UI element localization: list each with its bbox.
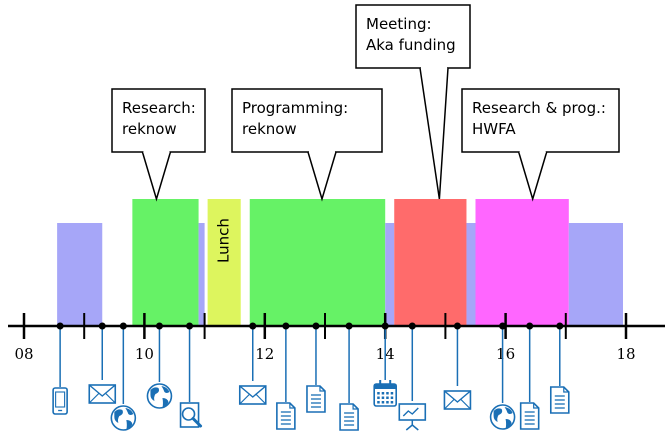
callout-box: Research & prog.: HWFA [461, 88, 620, 202]
event-marker [549, 322, 570, 414]
event-dot [526, 322, 534, 330]
mail-icon [443, 390, 472, 410]
document-icon [549, 386, 570, 414]
globe-icon [146, 383, 173, 409]
document-icon [519, 402, 540, 430]
event-marker [52, 322, 68, 415]
phone-icon [52, 387, 68, 415]
event-marker [110, 322, 137, 431]
calendar-icon [373, 380, 398, 407]
event-dot [381, 322, 389, 330]
globe-icon [110, 405, 137, 431]
callout-box: Research: reknow [111, 88, 206, 202]
activity-blocks: Lunch [57, 199, 623, 326]
callout-pointer [141, 151, 172, 202]
activity-block-task [475, 199, 569, 326]
event-marker [306, 322, 326, 413]
event-dot [312, 322, 320, 330]
callout-text-line: Research & prog.: [472, 99, 606, 117]
activity-block-task [394, 199, 467, 326]
callout-pointer [419, 67, 449, 200]
event-dot [119, 322, 127, 330]
event-marker [443, 322, 472, 410]
tick-label: 18 [616, 345, 635, 363]
event-markers [52, 322, 570, 431]
callout-pointer [517, 151, 548, 202]
event-dot [345, 322, 353, 330]
event-marker [238, 322, 267, 405]
event-marker [88, 322, 117, 404]
callouts: Research: reknow Programming: reknow Meeting… [111, 4, 620, 202]
event-dot [282, 322, 290, 330]
activity-block-task [132, 199, 199, 326]
event-dot [155, 322, 163, 330]
callout-box: Programming: reknow [231, 88, 383, 202]
event-dot [453, 322, 461, 330]
event-marker [276, 322, 296, 430]
event-marker [179, 322, 203, 428]
callout-text-line: HWFA [472, 120, 516, 138]
tick-label: 10 [135, 345, 154, 363]
callout-text-line: Programming: [242, 99, 348, 117]
event-dot [408, 322, 416, 330]
event-marker [398, 322, 427, 431]
document-icon [276, 402, 296, 430]
callout-text-line: Meeting: [366, 15, 432, 33]
lunch-label: Lunch [215, 218, 233, 263]
activity-block-background [198, 223, 205, 326]
document-icon [306, 385, 326, 413]
event-dot [98, 322, 106, 330]
event-marker [519, 322, 540, 430]
search-doc-icon [179, 402, 203, 428]
event-dot [499, 322, 507, 330]
activity-block-background [568, 223, 623, 326]
tick-label: 08 [14, 345, 33, 363]
callout-text-line: reknow [242, 120, 297, 138]
callout-frame [111, 88, 206, 153]
callout-frame [355, 4, 471, 69]
mail-icon [238, 385, 267, 405]
activity-block-background [57, 223, 103, 326]
callout-text-line: reknow [122, 120, 177, 138]
activity-block-background [385, 223, 395, 326]
activity-block-background [466, 223, 476, 326]
tick-label: 12 [255, 345, 274, 363]
tick-label: 16 [496, 345, 515, 363]
globe-icon [489, 404, 516, 430]
callout-text-line: Aka funding [366, 36, 456, 54]
event-marker [146, 322, 173, 409]
callout-pointer [307, 151, 337, 202]
callout-frame [231, 88, 383, 153]
event-dot [249, 322, 257, 330]
activity-block-lunch [207, 199, 241, 326]
event-dot [56, 322, 64, 330]
event-dot [186, 322, 194, 330]
callout-text-line: Research: [122, 99, 196, 117]
callout-box: Meeting: Aka funding [355, 4, 471, 200]
event-dot [556, 322, 564, 330]
activity-block-task [249, 199, 386, 326]
document-icon [339, 403, 359, 431]
event-marker [339, 322, 359, 431]
event-marker [489, 322, 516, 430]
mail-icon [88, 384, 117, 404]
event-marker [373, 322, 398, 407]
presentation-icon [398, 403, 427, 431]
